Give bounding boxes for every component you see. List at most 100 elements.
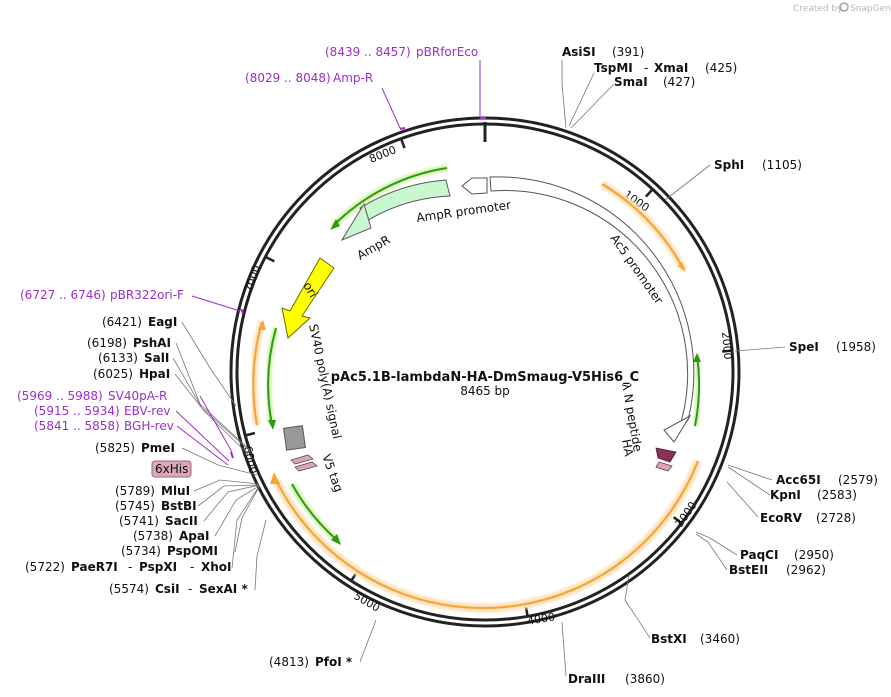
enzyme-asisi: AsiSI	[562, 45, 596, 59]
enzyme-asisi-pos: (391)	[612, 45, 644, 59]
tick-mark	[644, 188, 654, 198]
his-tag-label: 6xHis	[155, 462, 188, 476]
his-tag-badge	[151, 460, 192, 478]
enzyme-leaders	[172, 60, 786, 677]
enzyme-bstbi: BstBI	[161, 499, 197, 513]
enzyme-draiii: DraIII	[568, 672, 605, 686]
ori-feature	[281, 257, 335, 339]
primer-bgh: BGH-rev	[124, 419, 174, 433]
orf-right	[599, 180, 688, 272]
v5-tag-feature	[290, 454, 318, 472]
enzyme-pshai: PshAI	[133, 336, 171, 350]
enzyme-pmei-pos: (5825)	[95, 441, 135, 455]
plasmid-name: pAc5.1B-lambdaN-HA-DmSmaug-V5His6_C	[331, 370, 639, 385]
enzyme-mlui: MluI	[161, 484, 190, 498]
primer-ampr-range: (8029 .. 8048)	[245, 71, 331, 85]
enzyme-hpai-pos: (6025)	[93, 367, 133, 381]
enzyme-pspomi-pos: (5734)	[121, 544, 161, 558]
tick-label-4000: 4000	[526, 610, 556, 628]
enzyme-separator-dash-4: -	[190, 560, 194, 574]
enzyme-pshai-pos: (6198)	[87, 336, 127, 350]
enzyme-sacii: SacII	[165, 514, 198, 528]
enzyme-ecorv-pos: (2728)	[816, 511, 856, 525]
tick-label-6000: 6000	[241, 445, 260, 475]
tick-mark	[722, 349, 733, 353]
tick-mark	[244, 431, 256, 437]
enzyme-separator-dash-3: -	[128, 560, 132, 574]
primer-pbrforeco-range: (8439 .. 8457)	[325, 45, 411, 59]
tick-mark	[264, 255, 275, 263]
primer-pbrforeco: pBRforEco	[416, 45, 478, 59]
enzyme-xmai: XmaI	[654, 61, 688, 75]
enzyme-apai-pos: (5738)	[133, 529, 173, 543]
enzyme-tspmi-pos: (425)	[705, 61, 737, 75]
enzyme-kpni-pos: (2583)	[817, 488, 857, 502]
snapgene-logo-icon	[839, 2, 849, 12]
tick-label-2000: 2000	[719, 331, 734, 360]
enzyme-hpai: HpaI	[139, 367, 170, 381]
primer-pbr322ori: pBR322ori-F	[110, 288, 184, 302]
enzyme-spei-pos: (1958)	[836, 340, 876, 354]
enzyme-pspomi: PspOMI	[167, 544, 218, 558]
enzyme-bsteii: BstEII	[729, 563, 768, 577]
enzyme-sphi-pos: (1105)	[762, 158, 802, 172]
primer-ebv-range: (5915 .. 5934)	[34, 404, 120, 418]
enzyme-spei: SpeI	[789, 340, 819, 354]
enzyme-sali: SalI	[144, 351, 169, 365]
primer-ampr: Amp-R	[333, 71, 373, 85]
enzyme-bstbi-pos: (5745)	[115, 499, 155, 513]
enzyme-bsteii-pos: (2962)	[786, 563, 826, 577]
enzyme-kpni: KpnI	[770, 488, 801, 502]
credit-brand: SnapGene	[850, 4, 891, 14]
enzyme-pmei: PmeI	[141, 441, 175, 455]
enzyme-eagi-pos: (6421)	[102, 315, 142, 329]
enzyme-csii-pos: (5574)	[109, 582, 149, 596]
enzyme-apai: ApaI	[179, 529, 209, 543]
credit-text: Created by	[793, 4, 843, 14]
enzyme-labels: AsiSI (391) TspMI - XmaI (425) SmaI (427…	[25, 45, 878, 686]
sv40-polya-feature	[282, 425, 306, 451]
enzyme-xhoi: XhoI	[201, 560, 232, 574]
primer-sv40pa: SV40pA-R	[108, 389, 167, 403]
enzyme-sali-pos: (6133)	[98, 351, 138, 365]
enzyme-paer7i: PaeR7I	[71, 560, 118, 574]
v5-tag-label: V5 tag	[319, 452, 346, 494]
primer-pbr322ori-range: (6727 .. 6746)	[20, 288, 106, 302]
plasmid-size: 8465 bp	[460, 384, 510, 398]
enzyme-tspmi: TspMI	[594, 61, 633, 75]
ampr-feature	[340, 179, 451, 242]
ampr-promoter-label: AmpR promoter	[415, 198, 511, 225]
enzyme-acc65i-pos: (2579)	[838, 473, 878, 487]
enzyme-sacii-pos: (5741)	[119, 514, 159, 528]
tick-label-5000: 5000	[352, 589, 383, 614]
enzyme-smai-pos: (427)	[663, 75, 695, 89]
enzyme-ecorv: EcoRV	[760, 511, 803, 525]
tick-label-7000: 7000	[242, 263, 264, 294]
ampr-green-arc	[330, 164, 448, 230]
primer-labels: (8439 .. 8457) pBRforEco (8029 .. 8048) …	[17, 45, 478, 433]
right-green-arc	[691, 353, 703, 427]
primer-sv40pa-range: (5969 .. 5988)	[17, 389, 103, 403]
enzyme-paqci: PaqCI	[740, 548, 778, 562]
tick-label-8000: 8000	[367, 143, 398, 166]
ac5-promoter-feature	[489, 176, 695, 443]
tick-mark	[672, 516, 683, 525]
ori-label: ori	[300, 280, 320, 301]
enzyme-smai: SmaI	[614, 75, 648, 89]
enzyme-pfoi-pos: (4813)	[269, 655, 309, 669]
enzyme-separator-dash: -	[644, 61, 648, 75]
enzyme-sphi: SphI	[714, 158, 744, 172]
ampr-promoter-feature	[461, 177, 488, 195]
primer-marks	[230, 117, 486, 459]
left-green-arc	[264, 327, 280, 430]
enzyme-eagi: EagI	[148, 315, 177, 329]
enzyme-bstxi-pos: (3460)	[700, 632, 740, 646]
enzyme-separator-dash-2: -	[188, 582, 192, 596]
ha-label: HA	[619, 438, 636, 458]
enzyme-draiii-pos: (3860)	[625, 672, 665, 686]
orf-bottom	[270, 459, 703, 613]
enzyme-pspxi: PspXI	[139, 560, 177, 574]
tick-mark	[399, 138, 406, 149]
enzyme-paqci-pos: (2950)	[794, 548, 834, 562]
